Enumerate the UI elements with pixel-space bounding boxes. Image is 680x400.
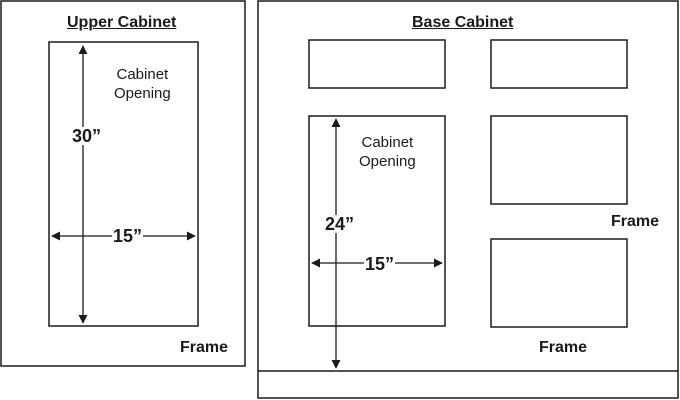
base-drawer-middle-right	[490, 115, 628, 205]
base-frame-label-bottom: Frame	[539, 339, 588, 356]
base-drawer-top-right	[490, 39, 628, 89]
base-cabinet-frame	[257, 0, 679, 399]
base-frame-label-right: Frame	[611, 213, 660, 230]
base-opening-label-line2: Opening	[359, 153, 416, 170]
upper-height-dimension: 30”	[71, 126, 103, 146]
base-opening-label: Cabinet Opening	[359, 133, 416, 171]
upper-width-dimension: 15”	[112, 226, 144, 246]
base-drawer-bottom-right	[490, 238, 628, 328]
base-height-dimension: 24”	[324, 214, 356, 234]
base-width-dimension: 15”	[364, 254, 396, 274]
upper-cabinet-frame	[0, 0, 246, 367]
upper-cabinet-title: Upper Cabinet	[67, 14, 177, 31]
upper-opening-label: Cabinet Opening	[114, 65, 171, 103]
base-opening-label-line1: Cabinet	[361, 134, 414, 151]
base-cabinet-opening	[308, 115, 446, 327]
upper-frame-label: Frame	[180, 339, 229, 356]
upper-opening-label-line1: Cabinet	[116, 66, 169, 83]
base-drawer-top-left	[308, 39, 446, 89]
upper-cabinet-opening	[48, 41, 199, 327]
base-cabinet-title: Base Cabinet	[412, 14, 514, 31]
upper-opening-label-line2: Opening	[114, 85, 171, 102]
